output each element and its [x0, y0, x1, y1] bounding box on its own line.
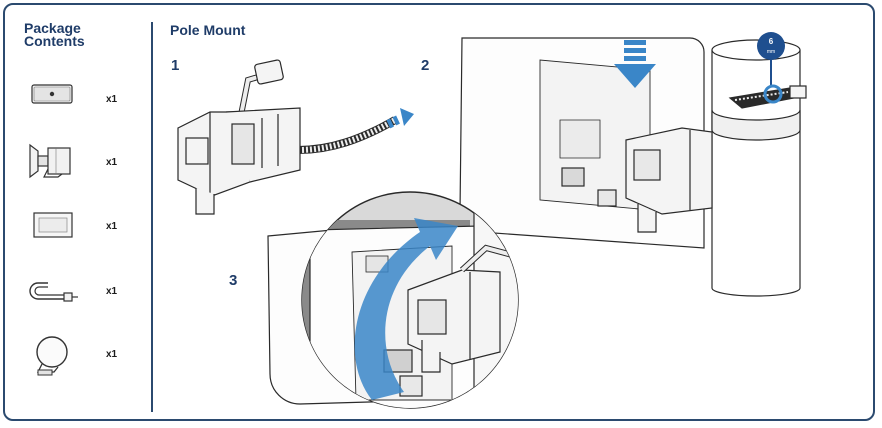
step-1-number: 1 — [171, 57, 180, 74]
anchor-plate-icon — [31, 84, 73, 104]
pole-mount-title: Pole Mount — [170, 22, 246, 38]
step-2-illustration — [459, 37, 807, 297]
step-1-direction-arrow — [386, 108, 414, 129]
tool-size-label-number: 6 — [769, 37, 774, 46]
tool-size-badge — [757, 32, 785, 104]
adhesive-pad-icon — [33, 212, 73, 238]
package-item-qty: x1 — [106, 286, 118, 297]
package-item-qty: x1 — [106, 349, 118, 360]
step-2-number: 2 — [421, 57, 430, 74]
step-1-illustration — [177, 59, 397, 215]
package-item-qty: x1 — [106, 157, 118, 168]
cable-tie-icon — [29, 282, 78, 302]
step-3-rotate-arrow — [354, 218, 458, 400]
column-divider — [151, 22, 153, 412]
package-item-qty: x1 — [106, 221, 118, 232]
package-item-qty: x1 — [106, 94, 118, 105]
mounting-bracket-icon — [29, 143, 71, 179]
package-contents-title: Package Contents — [24, 20, 85, 49]
pole-clamp-icon — [36, 336, 68, 376]
step-3-illustration — [267, 191, 519, 409]
step-2-push-arrow — [614, 40, 656, 88]
tool-size-label-unit: mm — [767, 49, 775, 55]
step-3-number: 3 — [229, 272, 238, 289]
